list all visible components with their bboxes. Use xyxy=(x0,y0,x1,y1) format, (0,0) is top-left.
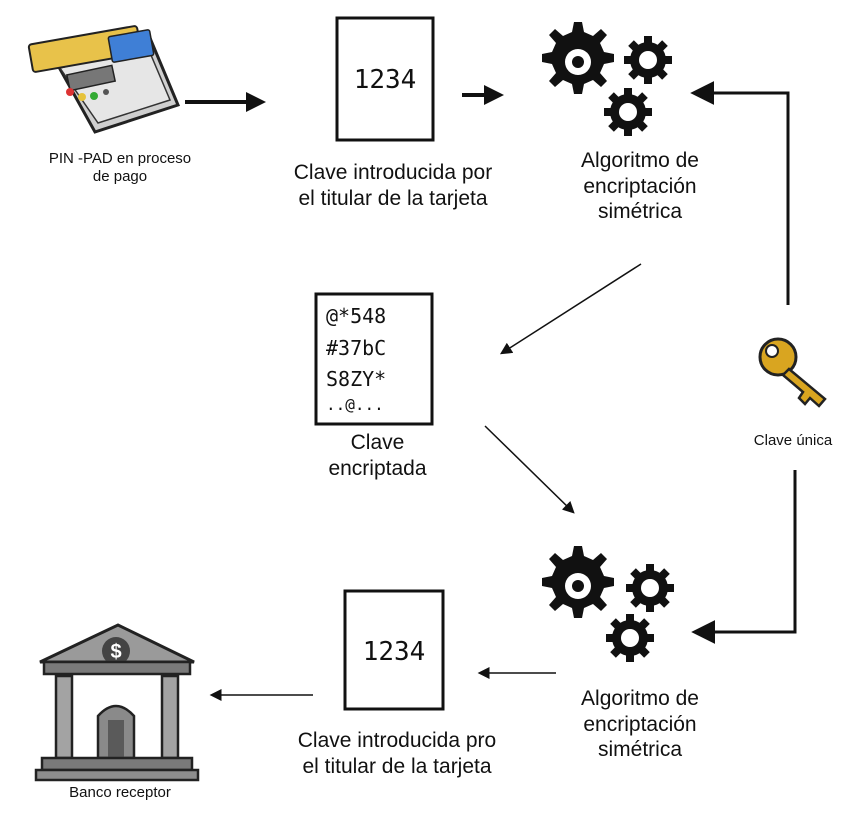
bank-label: Banco receptor xyxy=(40,784,200,802)
pin-decrypted-label-line-1: Clave introducida pro xyxy=(297,729,497,752)
bank-icon: $ xyxy=(34,623,200,782)
algo-bottom-label-line-3: simétrica xyxy=(597,738,682,762)
pin-decrypted-label-line-2: el titular de la tarjeta xyxy=(302,754,492,778)
arrow-encrypted-to-algo-bottom xyxy=(484,425,575,514)
algo-top-label-line-2: encriptación xyxy=(583,174,697,198)
encrypted-label-line-2: encriptada xyxy=(328,456,427,480)
pin-decrypted-label: Clave introducida pro el titular de la t… xyxy=(272,728,522,779)
pin-entered-label: Clave introducida por el titular de la t… xyxy=(268,160,518,211)
pinpad-label: PIN -PAD en proceso de pago xyxy=(30,150,210,187)
pin-entered-label-line-1: Clave introducida por xyxy=(293,161,493,184)
encrypted-line-3: S8ZY* xyxy=(326,367,386,391)
encrypted-line-4: ..@... xyxy=(326,395,384,414)
encrypted-line-2: #37bC xyxy=(326,336,386,360)
algo-top-label-line-1: Algoritmo de xyxy=(581,149,699,172)
pinpad-icon xyxy=(27,25,181,134)
arrow-key-to-algo-top xyxy=(690,81,790,305)
bank-label-text: Banco receptor xyxy=(69,784,171,801)
svg-text:$: $ xyxy=(110,641,121,663)
algo-top-label-line-3: simétrica xyxy=(597,200,682,224)
key-label-text: Clave única xyxy=(753,432,833,449)
pin-entered-label-line-2: el titular de la tarjeta xyxy=(298,186,488,210)
pin-card-bottom-text: 1234 xyxy=(363,637,426,667)
encrypted-label: Clave encriptada xyxy=(300,430,455,481)
algo-bottom-label: Algoritmo de encriptación simétrica xyxy=(540,686,740,763)
encrypted-card: @*548 #37bC S8ZY* ..@... xyxy=(314,292,434,426)
key-label: Clave única xyxy=(738,432,848,450)
pin-card-bottom: 1234 xyxy=(343,589,445,711)
algo-bottom-label-line-2: encriptación xyxy=(583,712,697,736)
pinpad-label-line-2: de pago xyxy=(92,168,148,186)
pin-card-top-text: 1234 xyxy=(354,65,417,95)
key-icon xyxy=(758,337,827,408)
arrow-algo-to-encrypted xyxy=(499,263,642,355)
encrypted-label-line-1: Clave xyxy=(350,431,405,454)
algo-bottom-label-line-1: Algoritmo de xyxy=(581,687,699,710)
pinpad-label-line-1: PIN -PAD en proceso xyxy=(48,150,192,167)
gears-icon-bottom xyxy=(542,546,674,662)
encrypted-line-1: @*548 xyxy=(326,304,386,328)
gears-icon-top xyxy=(542,22,672,136)
pin-card-top: 1234 xyxy=(335,16,435,142)
algo-top-label: Algoritmo de encriptación simétrica xyxy=(540,148,740,225)
arrow-key-to-algo-bottom xyxy=(691,470,797,644)
